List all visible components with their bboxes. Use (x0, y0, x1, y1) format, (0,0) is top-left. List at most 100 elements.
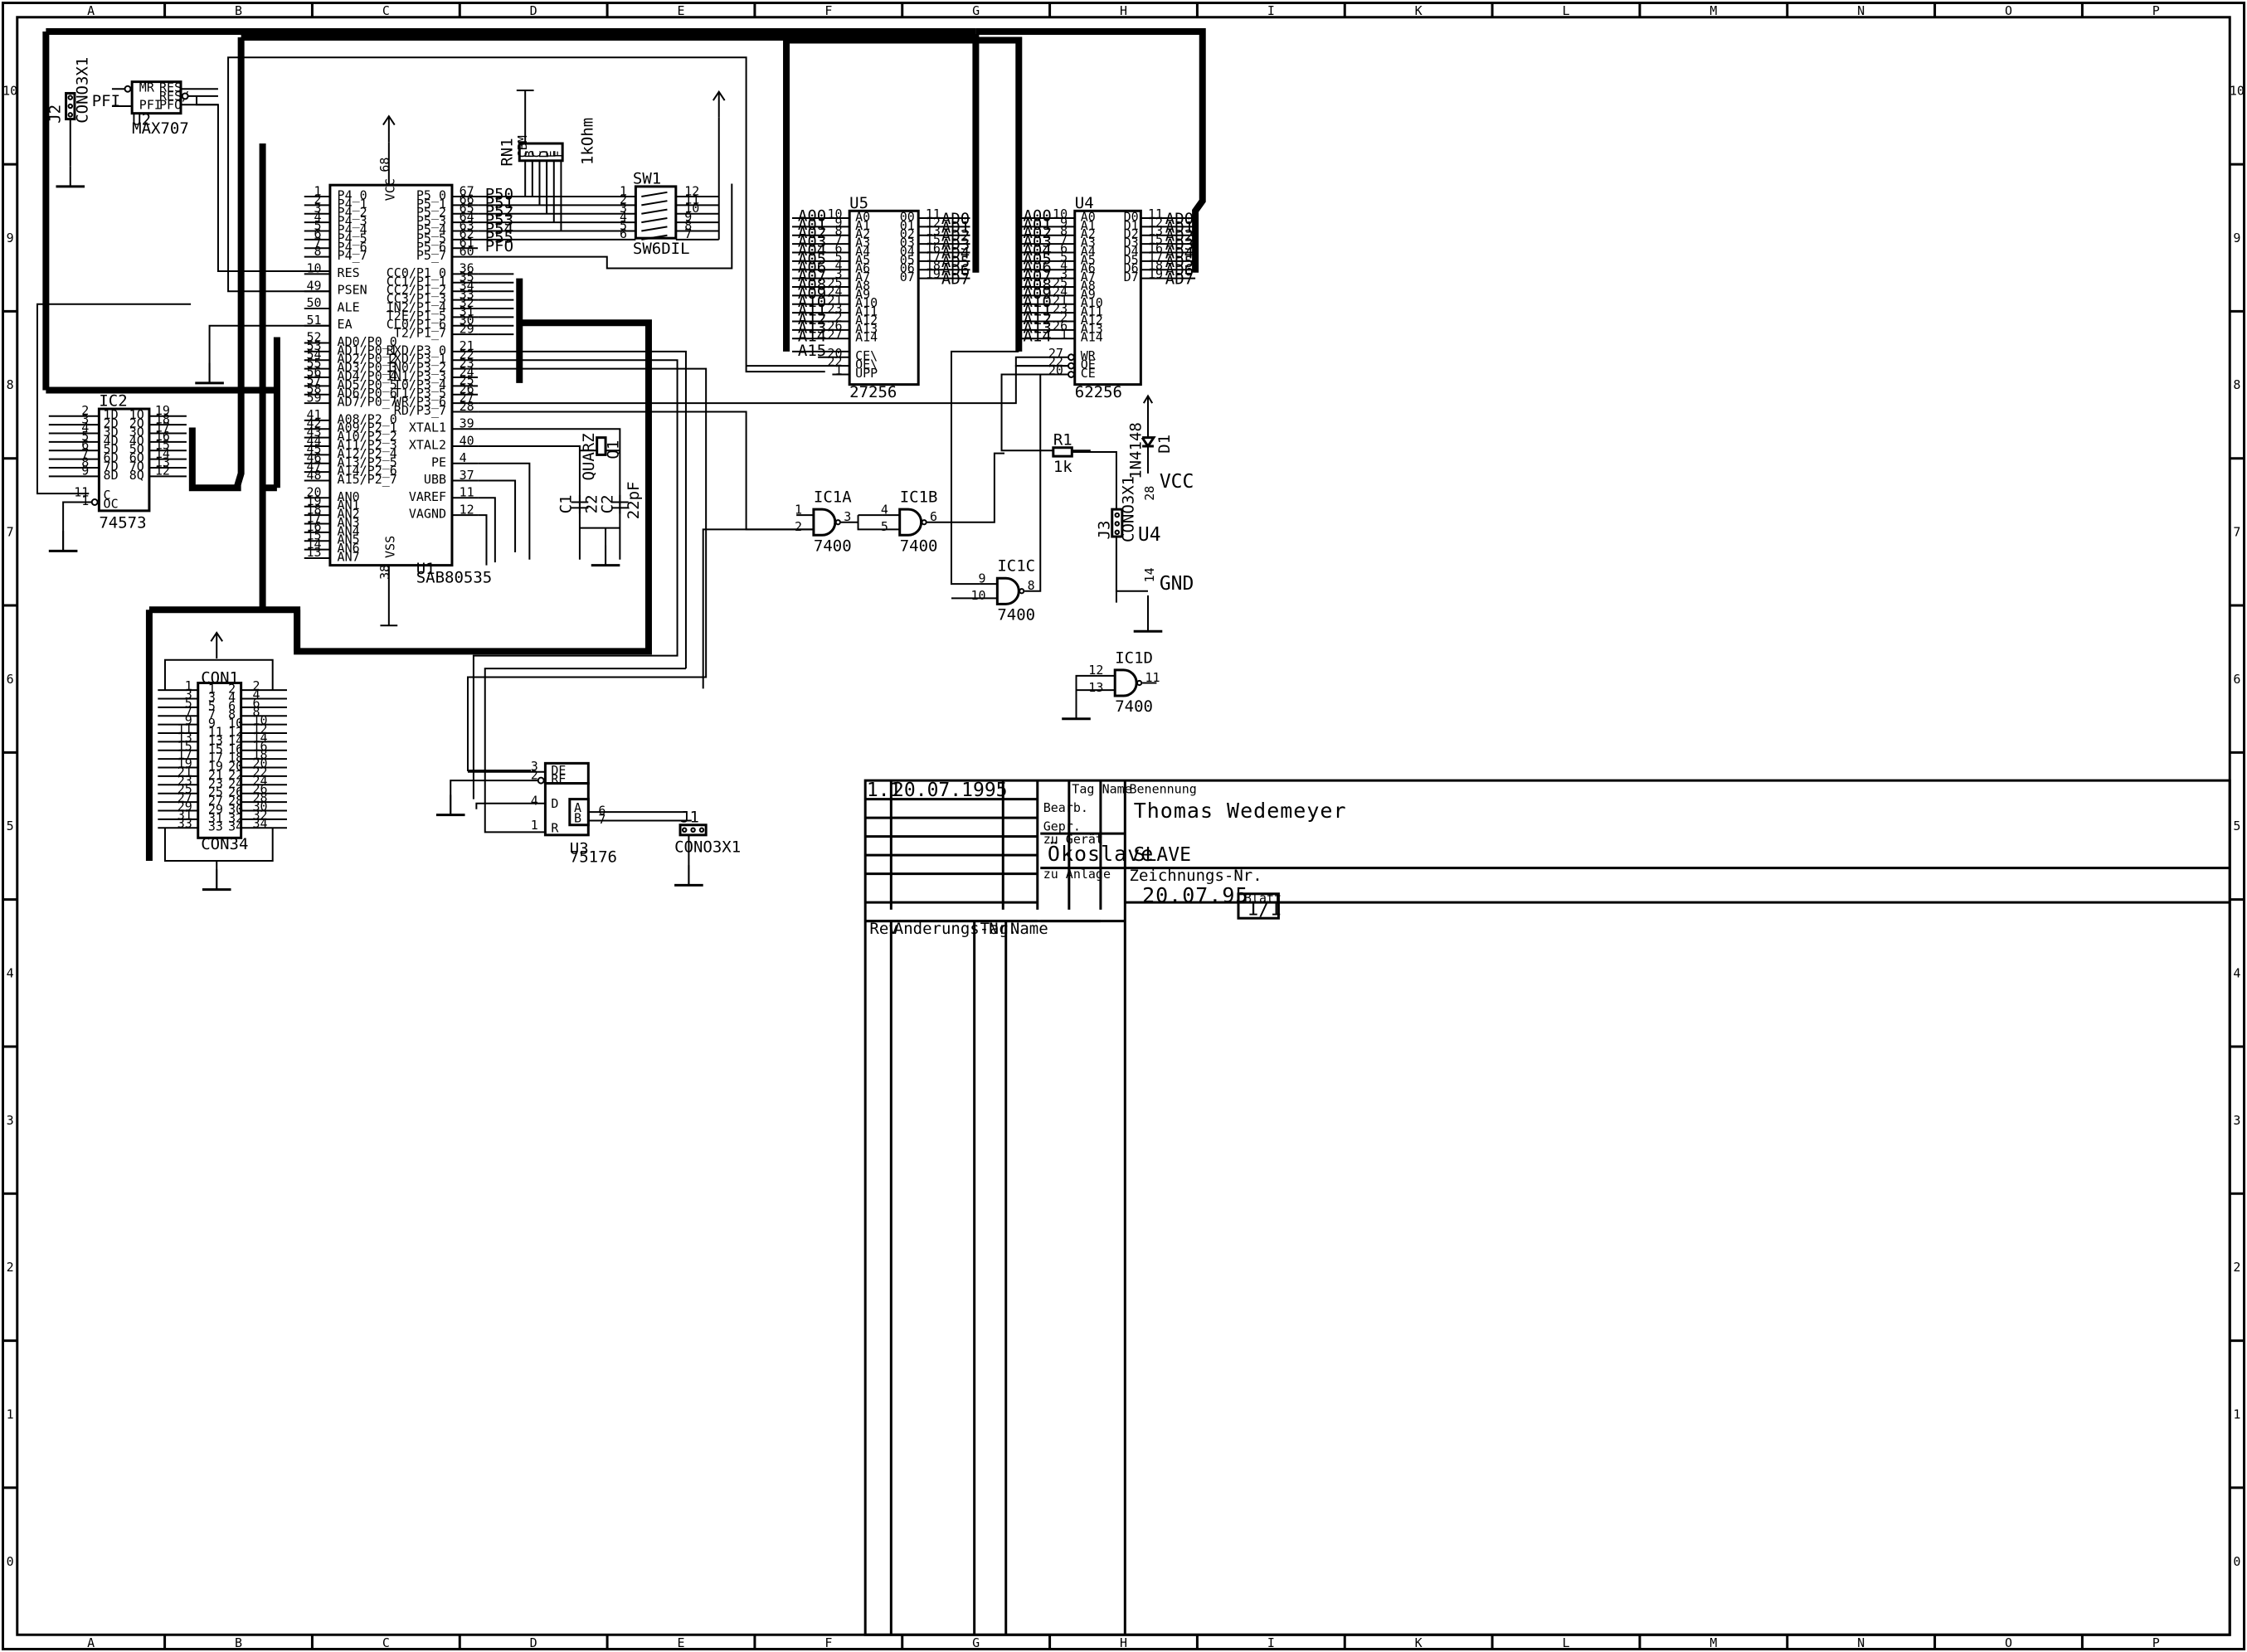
u4-pin-name: A11 (1081, 304, 1103, 319)
gepr-label: Gepr. (1043, 819, 1081, 834)
con1-body (197, 681, 243, 839)
col-label-bottom: G (972, 1635, 980, 1650)
u4-pin-number: 26 (1053, 318, 1068, 333)
u1-pin-name: AN6 (338, 541, 360, 556)
ic1c-ref: IC1C (997, 557, 1035, 576)
u1-type: SAB80535 (416, 568, 493, 586)
c1-ref: C1 (557, 494, 576, 513)
j2-pin (67, 95, 74, 100)
u4-pin-name: A1 (1081, 218, 1096, 233)
u5-address-net: A05 (798, 250, 826, 268)
p5-net-label: P51 (485, 194, 513, 212)
u1-pin-name: A13/P2_5 (338, 454, 397, 469)
con1-pin-even: 24 (228, 776, 243, 791)
u3-pin-number: 7 (598, 812, 606, 827)
u1-body (328, 183, 454, 567)
u1-pin-number: 28 (460, 399, 474, 414)
u2-pin-res-n: RES/ (159, 89, 189, 104)
sw1-pin-number: 2 (620, 192, 627, 207)
title-block-frame (863, 779, 2231, 1636)
u1-pin-number: 55 (306, 356, 321, 371)
u1-pin-number: 56 (306, 364, 321, 379)
wire (36, 303, 192, 495)
con1-pin-odd: 13 (208, 733, 223, 748)
u1-pin-name: AN1 (338, 498, 360, 513)
u4-pin-number: 5 (1060, 250, 1068, 265)
con1-pin-odd: 19 (208, 759, 223, 774)
u5-pin-number: 11 (926, 206, 941, 221)
u1-pin-number: 4 (314, 209, 321, 224)
col-label-top: P (2152, 3, 2160, 18)
u5-pin-name: 03 (900, 236, 915, 250)
u1-pin-name: P4_5 (338, 231, 367, 245)
col-label-top: L (1562, 3, 1569, 18)
con1-pin-number: 33 (178, 816, 192, 831)
u1-pin-number: 8 (314, 244, 321, 259)
con1-pin-number: 17 (178, 747, 192, 762)
col-label-top: N (1857, 3, 1865, 18)
u1-pin-name: TXD/P3_1 (387, 352, 446, 367)
nand-pin-number: 4 (881, 502, 888, 517)
col-label-top: F (824, 3, 832, 18)
ic2-pin-name: 8D (104, 468, 119, 483)
u1-pin-name: PSEN (338, 283, 367, 298)
j3-pin (1114, 521, 1121, 527)
u5-ctrl-pin: CE\ (855, 348, 878, 363)
u5-address-net: A02 (798, 224, 826, 242)
con1-pin-number: 3 (185, 688, 192, 702)
u4-pin-name: A14 (1081, 330, 1103, 345)
bus-u4-address (786, 36, 1023, 352)
p5-net-label: P53 (485, 211, 513, 230)
sw1-body (634, 185, 678, 240)
u1-pin-name: RD/P3_7 (394, 403, 446, 418)
con1-pin-number: 1 (185, 678, 192, 693)
u4-pin-number: 11 (1148, 206, 1163, 221)
u4-pin-number: 18 (1148, 258, 1163, 273)
ic2-pin-name: 4D (104, 433, 119, 448)
u4-address-net: A01 (1023, 216, 1051, 234)
p5-net-label: P50 (485, 185, 513, 203)
u5-pin-name: A14 (855, 330, 878, 345)
bearb-label: Bearb. (1043, 800, 1088, 815)
ic2-pin-number: 11 (74, 485, 89, 500)
u5-address-net: A04 (798, 241, 826, 260)
u1-pin-name: AN4 (338, 523, 360, 538)
u4-pin-name: D4 (1124, 244, 1139, 259)
row-label-left: 1 (7, 1407, 14, 1421)
u1-pin-name: ALE (338, 299, 360, 314)
u4-address-net: A05 (1023, 250, 1051, 268)
u1-pin-number: 27 (460, 390, 474, 405)
p5-net-label: P54 (485, 220, 513, 238)
u5-address-net: A03 (798, 233, 826, 251)
u5-pin-number: 17 (926, 250, 941, 265)
u4-address-net: A04 (1023, 241, 1051, 260)
u1-pin-number: 57 (306, 373, 321, 388)
u3-re-bubble (537, 776, 545, 785)
u1-vss-pin: 38 (377, 565, 392, 580)
rn1-pin-name: CBM (515, 135, 530, 158)
u3-type: 75176 (570, 848, 617, 867)
u1-pin-name: CC1/P1_1 (387, 274, 446, 289)
con1-pin-odd: 3 (208, 690, 216, 705)
c2-ref: C2 (599, 494, 617, 513)
u4-pin-number: 12 (1148, 215, 1163, 230)
wire (702, 528, 797, 689)
row-label-left: 10 (2, 84, 17, 99)
con1-pin-odd: 31 (208, 810, 223, 825)
con1-pin-number: 4 (252, 688, 260, 702)
con1-pin-number: 28 (252, 790, 267, 805)
u4-address-net: A12 (1023, 310, 1051, 328)
bus-con1-top (148, 606, 301, 652)
ic2-pin-name: 3D (104, 425, 119, 440)
nand-pin-number: 10 (970, 588, 985, 603)
u3-pin-number: 1 (531, 818, 538, 833)
con1-pin-odd: 33 (208, 819, 223, 834)
con1-pin-even: 28 (228, 794, 243, 809)
con1-pin-odd: 15 (208, 741, 223, 756)
con1-ref: CON1 (201, 668, 239, 687)
rn1-pin-name: E (544, 150, 559, 158)
u5-body (848, 209, 920, 386)
u1-pin-number: 40 (460, 433, 474, 448)
u5-address-net: A15 (798, 342, 826, 360)
con1-pin-even: 12 (228, 724, 243, 739)
